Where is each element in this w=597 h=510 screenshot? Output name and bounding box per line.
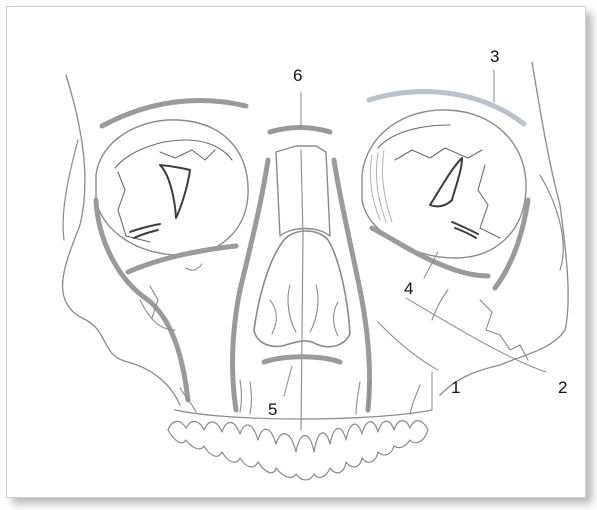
label-3: 3 [490, 48, 499, 65]
zygomatic-left-contour [63, 140, 78, 240]
label-6: 6 [293, 67, 302, 84]
label-5-leader [284, 366, 292, 396]
label-1-leader [378, 322, 438, 370]
left-orbit-superior-rim [102, 101, 246, 126]
left-buttress [96, 200, 188, 400]
label-2-leader [406, 298, 546, 372]
left-orbit-canal [130, 224, 160, 238]
right-orbit-fissure [430, 158, 462, 206]
right-maxilla-detail [432, 290, 528, 360]
left-orbit-inner [115, 140, 232, 242]
label-5: 5 [268, 401, 277, 418]
right-orbit-striations [370, 150, 392, 222]
label-4: 4 [404, 280, 413, 297]
label-2: 2 [558, 379, 567, 396]
upper-teeth [168, 421, 428, 452]
left-orbit-fissure [160, 165, 190, 218]
skull-outline-left [63, 75, 180, 405]
alveolar-line [175, 410, 432, 419]
nasal-septum-line [301, 150, 303, 430]
right-orbit-inner [378, 125, 500, 238]
nasion-bar [270, 128, 330, 133]
nasal-conchae [270, 285, 338, 336]
left-maxilla-detail [140, 264, 202, 330]
left-infraorbital-rim [128, 246, 236, 272]
right-nasal-wall [334, 160, 370, 410]
right-orbit-canal [452, 222, 478, 238]
tooth-roots [180, 380, 420, 414]
zygomatic-right-contour [540, 175, 563, 270]
right-orbit-superior-rim [369, 92, 524, 124]
upper-teeth-bottom [168, 430, 428, 480]
label-1: 1 [451, 379, 460, 396]
